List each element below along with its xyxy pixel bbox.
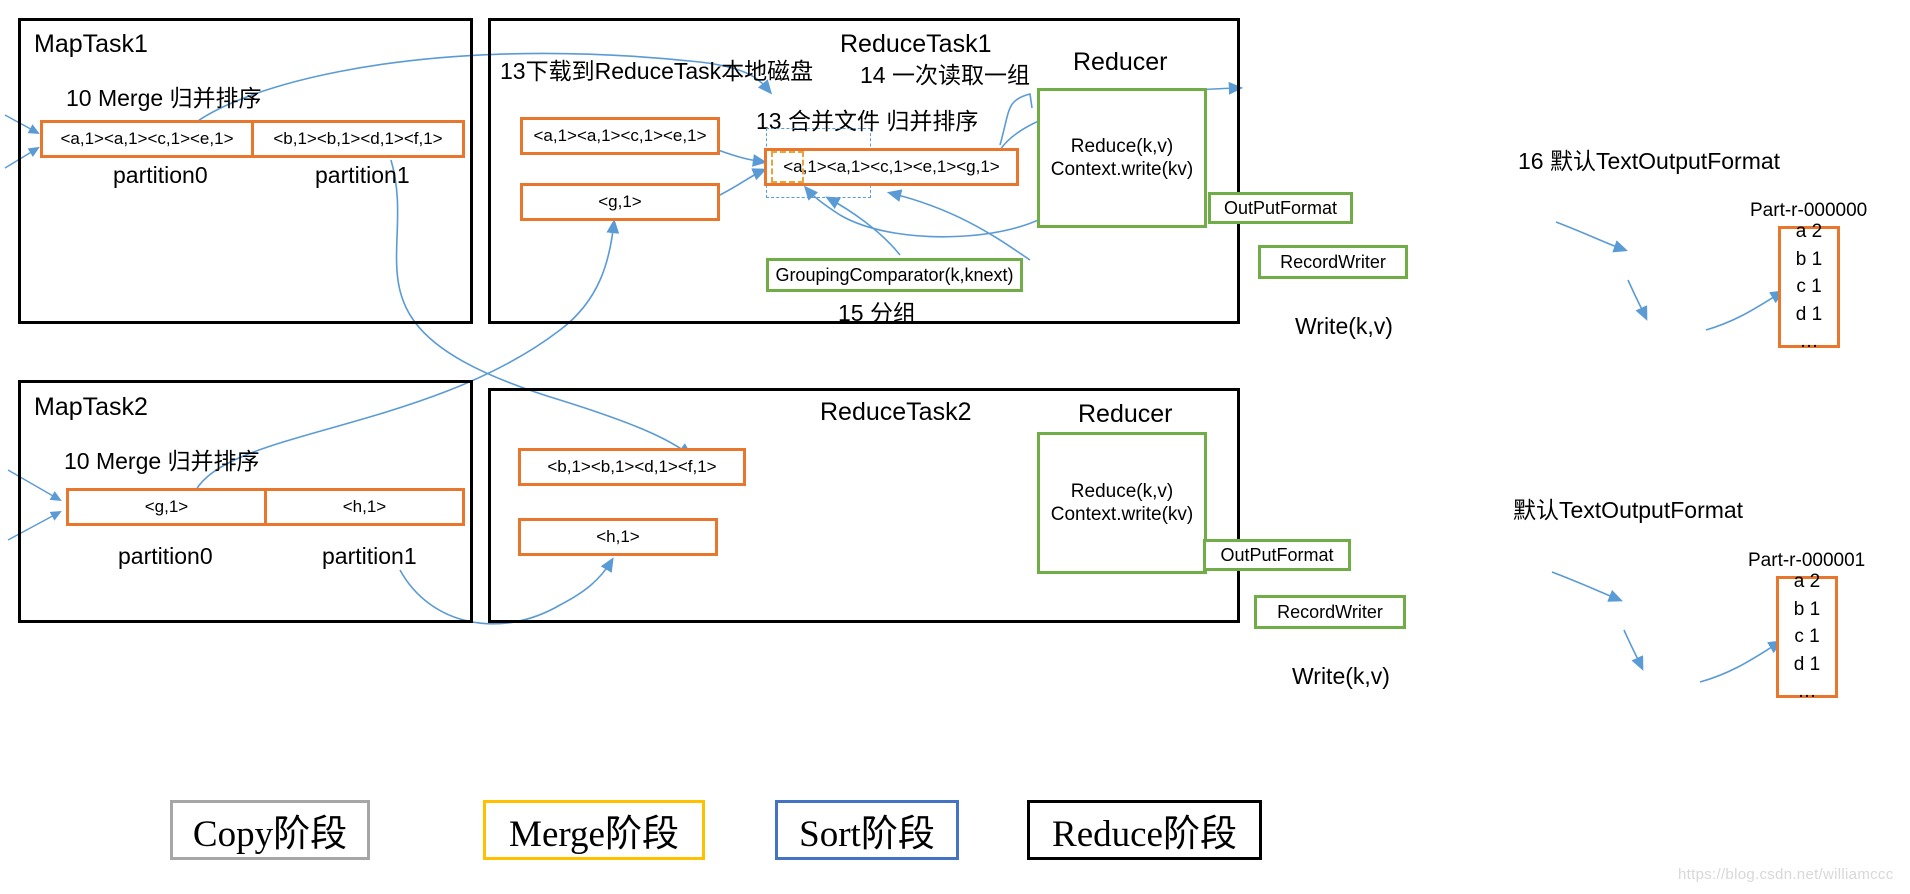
output2-format-label: 默认TextOutputFormat <box>1513 497 1744 523</box>
output1-recordwriter-box: RecordWriter <box>1258 245 1408 279</box>
maptask2-partition0-data: <g,1> <box>144 497 189 516</box>
maptask1-partition0-data: <a,1><a,1><c,1><e,1> <box>60 129 234 148</box>
output1-row-2: c 1 <box>1796 276 1822 298</box>
reducetask1-download-label: 13下载到ReduceTask本地磁盘 <box>500 58 814 84</box>
output2-row-0: a 2 <box>1793 571 1821 593</box>
maptask2-partition1-data: <h,1> <box>342 497 387 516</box>
legend-item-merge: Merge阶段 <box>483 800 705 860</box>
output1-row-4: … <box>1799 331 1819 353</box>
reducetask1-merge-files-label: 13 合并文件 归并排序 <box>756 108 979 134</box>
reducetask1-container <box>488 18 1240 324</box>
maptask2-partition0-label: partition0 <box>118 543 213 569</box>
reducetask1-merged-box: <a,1><a,1><c,1><e,1><g,1> <box>764 148 1019 186</box>
reducer1-box: Reduce(k,v) Context.write(kv) <box>1037 88 1207 228</box>
reducetask1-file2-data: <g,1> <box>598 192 642 211</box>
grouping-comparator-label: GroupingComparator(k,knext) <box>775 264 1014 285</box>
output1-recordwriter-label: RecordWriter <box>1280 251 1386 272</box>
reducetask1-title: ReduceTask1 <box>840 30 992 58</box>
output2-row-1: b 1 <box>1793 598 1821 620</box>
maptask1-title: MapTask1 <box>34 30 148 58</box>
maptask1-partition0-box: <a,1><a,1><c,1><e,1> <box>43 123 254 155</box>
reducetask1-file2-box: <g,1> <box>520 183 720 221</box>
output2-part-name: Part-r-000001 <box>1748 550 1866 571</box>
reducer2-title: Reducer <box>1078 400 1173 428</box>
maptask1-merge-label: 10 Merge 归并排序 <box>66 85 262 111</box>
legend-item-sort: Sort阶段 <box>775 800 959 860</box>
output1-row-3: d 1 <box>1795 303 1823 325</box>
reducetask1-merged-data: <a,1><a,1><c,1><e,1><g,1> <box>783 157 1000 176</box>
legend-item-reduce: Reduce阶段 <box>1027 800 1262 860</box>
reducetask2-file1-data: <b,1><b,1><d,1><f,1> <box>547 457 717 476</box>
output1-write-label: Write(k,v) <box>1295 313 1393 339</box>
reducetask1-file1-box: <a,1><a,1><c,1><e,1> <box>520 117 720 155</box>
maptask2-title: MapTask2 <box>34 393 148 421</box>
reducer2-box: Reduce(k,v) Context.write(kv) <box>1037 432 1207 574</box>
output1-outputformat-label: OutPutFormat <box>1223 197 1338 218</box>
output1-row-0: a 2 <box>1795 221 1823 243</box>
maptask2-container <box>18 380 473 623</box>
maptask2-partition0-box: <g,1> <box>69 491 267 523</box>
output2-write-label: Write(k,v) <box>1292 663 1390 689</box>
grouping-subset-dashed-region <box>771 151 804 183</box>
reducer2-line1: Reduce(k,v) <box>1070 480 1174 502</box>
reducetask2-file1-box: <b,1><b,1><d,1><f,1> <box>518 448 746 486</box>
reducetask1-file1-data: <a,1><a,1><c,1><e,1> <box>533 126 707 145</box>
maptask2-partition1-box: <h,1> <box>267 491 462 523</box>
reducetask2-file2-box: <h,1> <box>518 518 718 556</box>
output2-row-3: d 1 <box>1793 653 1821 675</box>
legend-item-copy: Copy阶段 <box>170 800 370 860</box>
output2-part-file: a 2 b 1 c 1 d 1 … <box>1776 571 1838 702</box>
legend-reduce-label: Reduce阶段 <box>1052 814 1237 855</box>
output1-part-name: Part-r-000000 <box>1750 200 1868 221</box>
source-watermark: https://blog.csdn.net/williamccc <box>1678 866 1894 883</box>
reducetask2-title: ReduceTask2 <box>820 398 972 426</box>
grouping-comparator-box: GroupingComparator(k,knext) <box>766 258 1023 292</box>
output1-part-file: a 2 b 1 c 1 d 1 … <box>1778 221 1840 352</box>
output2-recordwriter-label: RecordWriter <box>1277 601 1383 622</box>
output2-outputformat-box: OutPutFormat <box>1203 539 1351 571</box>
output2-row-2: c 1 <box>1794 626 1820 648</box>
legend-copy-label: Copy阶段 <box>192 814 348 855</box>
output2-outputformat-label: OutPutFormat <box>1220 544 1334 565</box>
maptask2-merge-label: 10 Merge 归并排序 <box>64 448 260 474</box>
maptask1-container <box>18 18 473 324</box>
maptask2-partition1-label: partition1 <box>322 543 417 569</box>
legend-merge-label: Merge阶段 <box>509 814 679 855</box>
reducetask2-file2-data: <h,1> <box>596 527 640 546</box>
output1-row-1: b 1 <box>1795 248 1823 270</box>
maptask1-partition1-label: partition1 <box>315 162 410 188</box>
legend-sort-label: Sort阶段 <box>799 814 935 855</box>
grouping-step-label: 15 分组 <box>838 300 916 326</box>
maptask2-partition-row: <g,1> <h,1> <box>66 488 465 526</box>
reducer1-line1: Reduce(k,v) <box>1070 135 1174 157</box>
maptask1-partition1-data: <b,1><b,1><d,1><f,1> <box>273 129 443 148</box>
output2-row-4: … <box>1797 681 1817 703</box>
maptask1-partition0-label: partition0 <box>113 162 208 188</box>
reducer1-title: Reducer <box>1073 48 1168 76</box>
output1-format-label: 16 默认TextOutputFormat <box>1518 148 1781 174</box>
reducetask1-read-group-label: 14 一次读取一组 <box>860 62 1030 88</box>
maptask1-partition-row: <a,1><a,1><c,1><e,1> <b,1><b,1><d,1><f,1… <box>40 120 465 158</box>
output1-outputformat-box: OutPutFormat <box>1208 192 1353 224</box>
reducer1-line2: Context.write(kv) <box>1050 159 1194 180</box>
maptask1-partition1-box: <b,1><b,1><d,1><f,1> <box>254 123 462 155</box>
reducer2-line2: Context.write(kv) <box>1050 504 1194 525</box>
reducetask2-container <box>488 388 1240 623</box>
output2-recordwriter-box: RecordWriter <box>1254 595 1406 629</box>
